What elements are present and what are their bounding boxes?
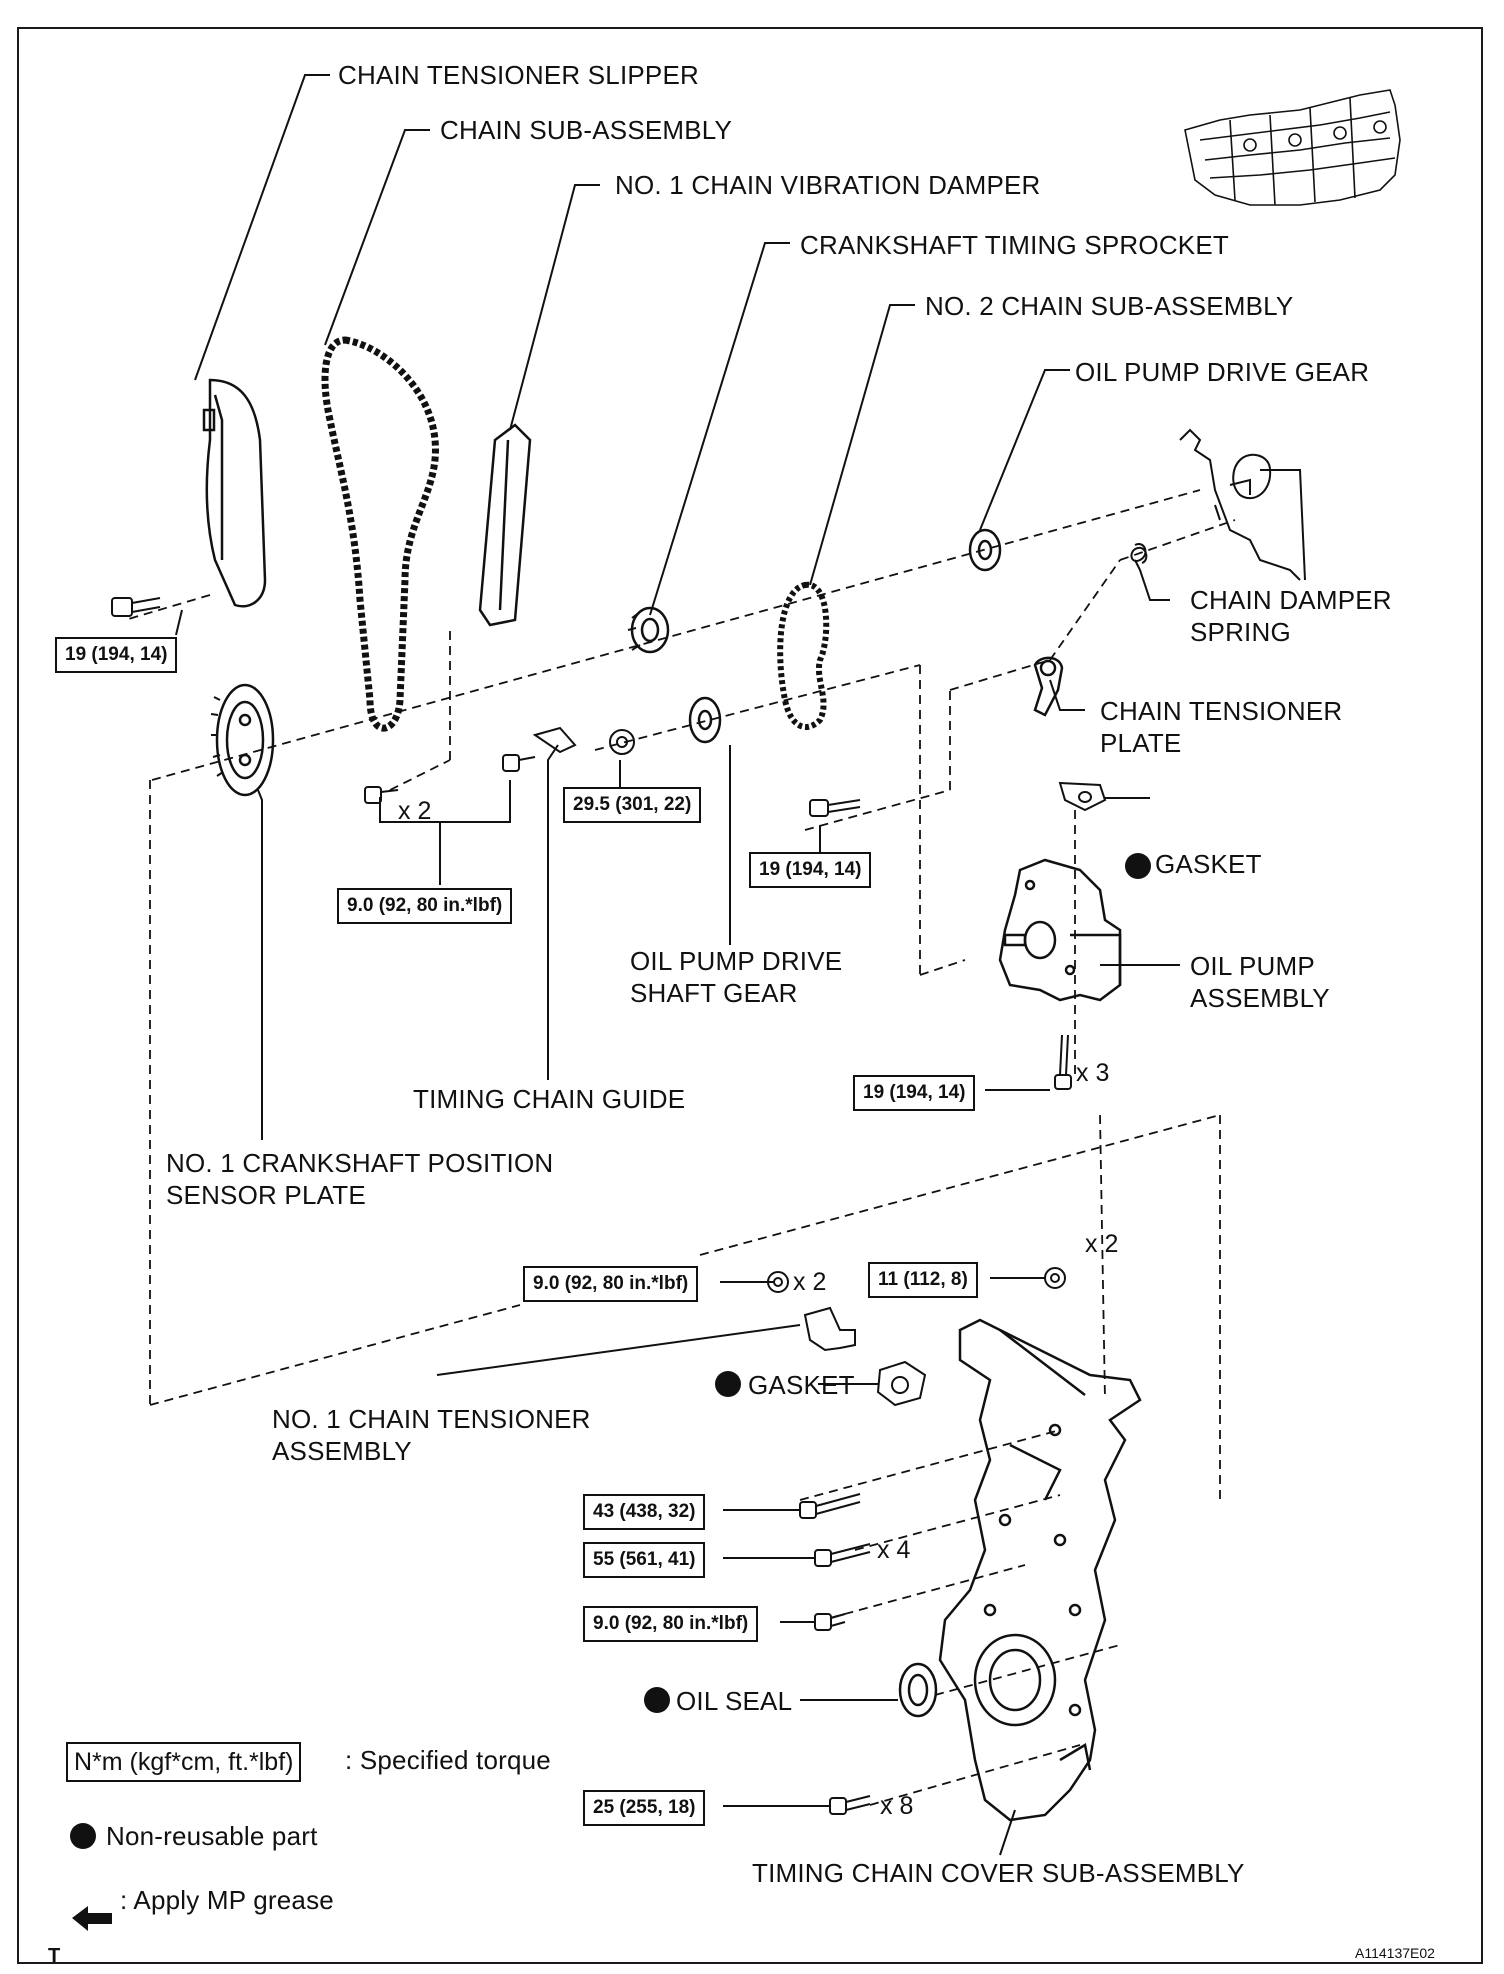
legend-torque-box: N*m (kgf*cm, ft.*lbf) — [66, 1742, 302, 1782]
plate-bolt — [809, 799, 861, 817]
label-chain-tensioner-plate-line1: CHAIN TENSIONER — [1100, 696, 1343, 726]
label-oil-pump-assembly-line2: ASSEMBLY — [1190, 983, 1330, 1013]
chain-damper-spring — [1130, 543, 1148, 564]
engine-thumbnail — [1184, 89, 1401, 206]
gear-nut — [609, 729, 635, 755]
label-oil-pump-drive-shaft-gear-line2: SHAFT GEAR — [630, 978, 798, 1008]
corner-mark: T — [48, 1945, 61, 1967]
label-no1-chain-vibration-damper: NO. 1 CHAIN VIBRATION DAMPER — [615, 170, 1041, 200]
torque-oil-pump-bolts: 19 (194, 14) — [853, 1075, 976, 1111]
upper-gasket-part — [1058, 781, 1107, 812]
sensor-plate — [210, 683, 275, 797]
label-no1-chain-tensioner-line1: NO. 1 CHAIN TENSIONER — [272, 1404, 591, 1434]
lower-gasket-part — [876, 1360, 927, 1407]
drive-shaft-gear — [688, 696, 722, 744]
label-chain-damper-spring-line2: SPRING — [1190, 617, 1291, 647]
crank-sprocket — [627, 606, 670, 654]
chain-loop — [321, 336, 439, 732]
legend-non-reusable: Non-reusable part — [70, 1820, 318, 1852]
slipper-bolt — [111, 597, 161, 617]
label-crank-sensor-plate-line2: SENSOR PLATE — [166, 1180, 366, 1210]
label-oil-pump-drive-shaft-gear-line1: OIL PUMP DRIVE — [630, 946, 843, 976]
label-crank-sensor-plate-line1: NO. 1 CRANKSHAFT POSITION — [166, 1148, 554, 1178]
timing-chain-cover-part — [938, 1318, 1142, 1822]
label-gasket-upper: GASKET — [1155, 849, 1262, 879]
multiplier-cover-nuts: x 2 — [1085, 1230, 1119, 1258]
torque-cover-nuts: 11 (112, 8) — [868, 1262, 978, 1298]
mp-grease-arrow-icon — [72, 1906, 112, 1931]
leader-lines — [175, 74, 1180, 1856]
label-chain-tensioner-plate-line2: PLATE — [1100, 728, 1182, 758]
torque-tensioner-nuts: 9.0 (92, 80 in.*lbf) — [523, 1266, 699, 1302]
vibration-damper — [478, 423, 532, 627]
engine-block-outline — [1179, 428, 1306, 581]
damper-bolts — [364, 754, 536, 804]
multiplier-damper-bolts: x 2 — [398, 797, 432, 825]
multiplier-cover-bolt-25: x 8 — [880, 1792, 914, 1820]
figure-id: A114137E02 — [1355, 1945, 1435, 1961]
legend-non-reusable-text: Non-reusable part — [106, 1821, 318, 1851]
oil-pump-bolt — [1054, 1034, 1072, 1090]
alignment-lines — [124, 489, 1236, 1806]
label-oil-pump-assembly-line1: OIL PUMP — [1190, 951, 1315, 981]
label-timing-chain-cover: TIMING CHAIN COVER SUB-ASSEMBLY — [752, 1858, 1245, 1888]
torque-slipper-bolt: 19 (194, 14) — [55, 637, 178, 673]
oil-pump-body — [998, 858, 1122, 1002]
non-reusable-dot-icon — [70, 1823, 96, 1850]
diagram-frame — [17, 27, 1483, 1964]
legend-mp-grease: : Apply MP grease — [120, 1885, 334, 1915]
cover-bolts — [799, 1493, 871, 1815]
label-gasket-lower: GASKET — [748, 1370, 855, 1400]
label-oil-seal: OIL SEAL — [676, 1686, 793, 1716]
label-crankshaft-timing-sprocket: CRANKSHAFT TIMING SPROCKET — [800, 230, 1229, 260]
label-chain-tensioner-slipper: CHAIN TENSIONER SLIPPER — [338, 60, 699, 90]
non-reusable-markers — [644, 853, 1151, 1713]
label-no2-chain-sub-assembly: NO. 2 CHAIN SUB-ASSEMBLY — [925, 291, 1294, 321]
oil-pump-drive-gear — [968, 528, 1002, 572]
torque-damper-bolts: 9.0 (92, 80 in.*lbf) — [337, 888, 513, 924]
legend-torque-desc: : Specified torque — [345, 1745, 551, 1775]
torque-cover-bolt-9: 9.0 (92, 80 in.*lbf) — [583, 1606, 759, 1642]
label-no1-chain-tensioner-line2: ASSEMBLY — [272, 1436, 412, 1466]
label-chain-damper-spring-line1: CHAIN DAMPER — [1190, 585, 1392, 615]
label-timing-chain-guide: TIMING CHAIN GUIDE — [413, 1084, 686, 1114]
chain-tensioner-part — [803, 1306, 856, 1352]
torque-cover-bolt-55: 55 (561, 41) — [583, 1542, 706, 1578]
oil-seal-part — [898, 1662, 938, 1718]
timing-chain-guide-part — [532, 726, 577, 754]
cover-nut — [1044, 1267, 1066, 1289]
torque-drive-shaft-gear-nut: 29.5 (301, 22) — [563, 787, 702, 823]
torque-tensioner-plate-bolt: 19 (194, 14) — [749, 852, 872, 888]
multiplier-oil-pump-bolts: x 3 — [1076, 1059, 1110, 1087]
no2-chain-loop — [777, 581, 830, 731]
torque-cover-bolt-43: 43 (438, 32) — [583, 1494, 706, 1530]
chain-tensioner-plate — [1033, 656, 1064, 717]
chain-tensioner-slipper — [202, 378, 267, 608]
tensioner-nut — [767, 1271, 789, 1293]
torque-cover-bolt-25: 25 (255, 18) — [583, 1790, 706, 1826]
label-oil-pump-drive-gear: OIL PUMP DRIVE GEAR — [1075, 357, 1370, 387]
multiplier-tensioner-nuts: x 2 — [793, 1268, 827, 1296]
multiplier-cover-bolt-55: x 4 — [877, 1536, 911, 1564]
label-chain-sub-assembly: CHAIN SUB-ASSEMBLY — [440, 115, 733, 145]
